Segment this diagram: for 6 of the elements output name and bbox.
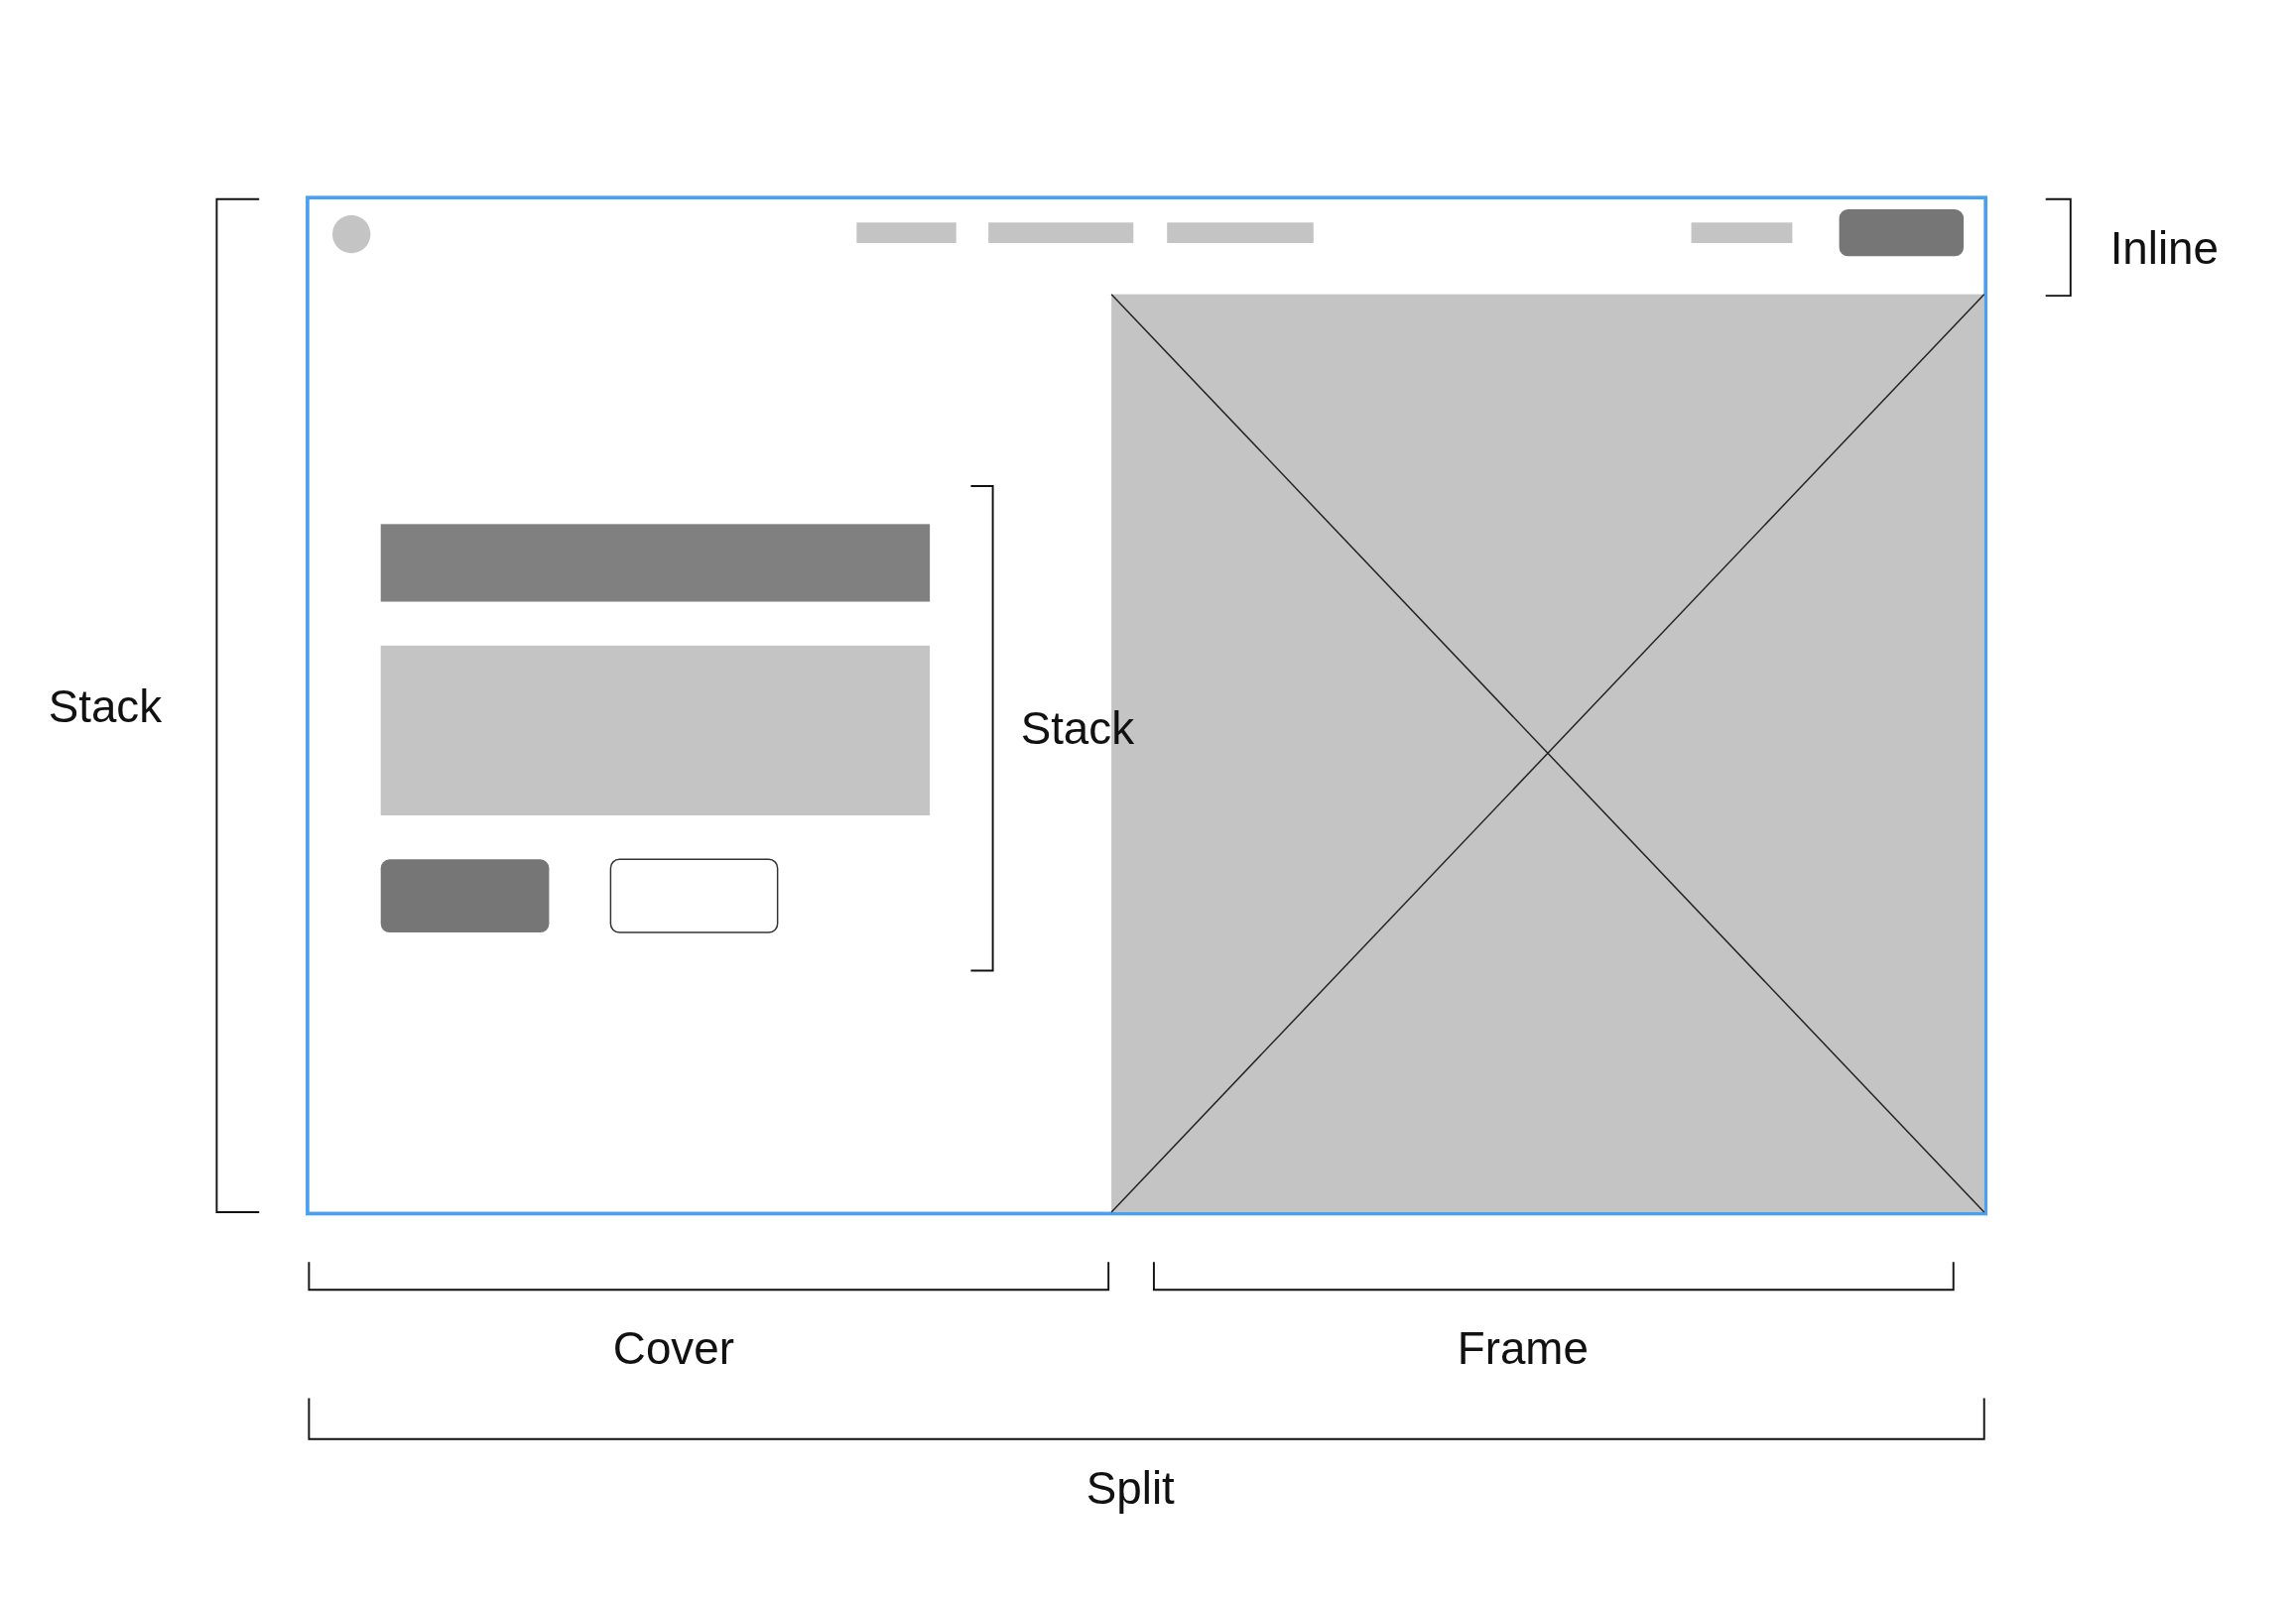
dimension-label: Stack xyxy=(1020,705,1135,752)
dimension-label: Split xyxy=(1085,1465,1175,1512)
dimension-label: Frame xyxy=(1457,1326,1589,1372)
dimension-label: Inline xyxy=(2109,225,2219,271)
dimension-label: Stack xyxy=(48,683,163,729)
dimension-label: Cover xyxy=(612,1326,734,1372)
